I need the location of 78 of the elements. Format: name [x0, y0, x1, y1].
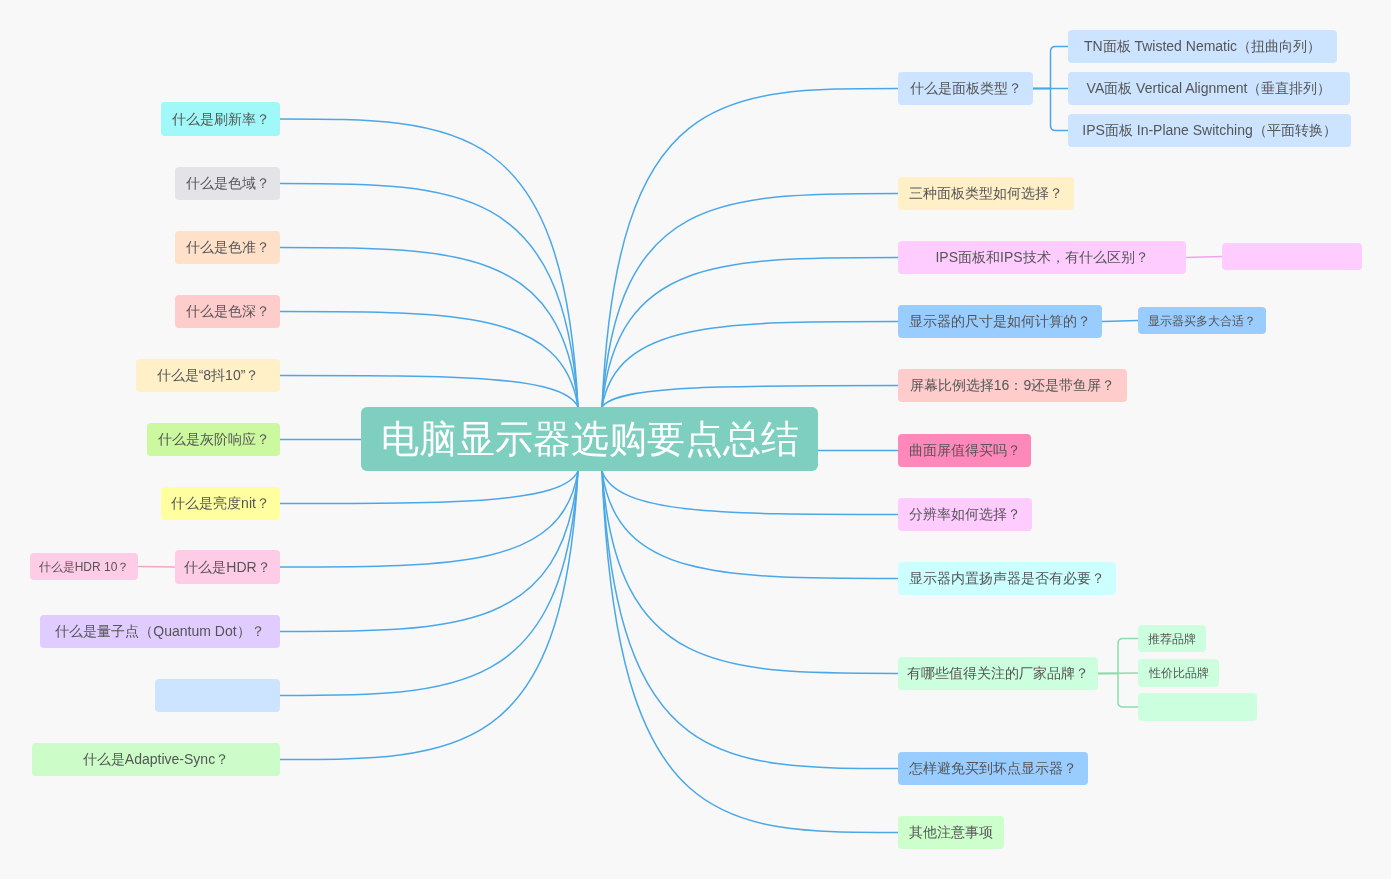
topic-text: 什么是HDR？ — [184, 557, 271, 577]
topic-box — [898, 241, 1186, 274]
topic-text: VA面板 Vertical Alignment（垂直排列） — [1086, 79, 1332, 98]
topic-box — [155, 679, 280, 712]
topic-text: 分辨率如何选择？ — [909, 505, 1021, 524]
connector-line — [601, 192, 899, 408]
topic-box — [1068, 30, 1337, 63]
topic-box — [1138, 659, 1219, 687]
topic-box — [898, 562, 1116, 595]
topic-text: 显示器的尺寸是如何计算的？ — [909, 312, 1091, 331]
connector-line — [601, 384, 899, 408]
topic-text: 什么是灰阶响应？ — [157, 430, 270, 449]
topic-box — [175, 295, 280, 328]
topic-box — [1068, 72, 1350, 105]
topic-box — [898, 434, 1031, 467]
topic-box — [147, 423, 280, 456]
topic-text: TN面板 Twisted Nematic（扭曲向列） — [1083, 37, 1322, 56]
topic-text: 什么是Adaptive-Sync？ — [82, 750, 230, 769]
connector-line — [601, 470, 899, 516]
connector-line — [279, 182, 579, 408]
topic-text: 什么是刷新率？ — [171, 109, 270, 129]
topic-text: 三种面板类型如何选择？ — [909, 184, 1063, 203]
topic-box — [161, 487, 280, 520]
topic-box — [898, 177, 1074, 210]
topic-box — [898, 72, 1033, 105]
topic-text: 显示器内置扬声器是否有必要？ — [909, 569, 1105, 588]
topic-box — [1138, 625, 1206, 652]
topic-box — [136, 359, 280, 392]
topic-text: 推荐品牌 — [1148, 630, 1196, 648]
topic-box — [1138, 693, 1257, 721]
connector-line — [601, 320, 899, 408]
topic-box — [175, 167, 280, 200]
connector-line — [279, 470, 579, 505]
topic-text: 其他注意事项 — [909, 823, 993, 842]
topic-box — [898, 657, 1098, 690]
connector-line — [1101, 319, 1139, 323]
topic-text: 怎样避免买到坏点显示器？ — [909, 759, 1077, 778]
topic-box — [898, 305, 1102, 338]
topic-text: 什么是色准？ — [185, 238, 270, 257]
topic-box — [898, 498, 1032, 531]
topic-text: 什么是量子点（Quantum Dot）？ — [55, 622, 265, 641]
topic-box — [898, 369, 1127, 402]
topic-text: IPS面板 In-Plane Switching（平面转换） — [1082, 121, 1337, 140]
topic-text: 屏幕比例选择16：9还是带鱼屏？ — [909, 376, 1116, 395]
topic-box — [161, 102, 280, 136]
topic-text: 什么是色深？ — [185, 302, 270, 321]
topic-text: IPS面板和IPS技术，有什么区别？ — [935, 248, 1149, 267]
connector-line — [601, 470, 899, 834]
topic-text: 什么是HDR 10？ — [38, 558, 130, 576]
topic-text: 有哪些值得关注的厂家品牌？ — [907, 664, 1089, 683]
connector-line — [1185, 255, 1223, 259]
topic-text: 电脑显示器选购要点总结 — [380, 420, 799, 458]
connector-line — [279, 470, 579, 761]
topic-text: 性价比品牌 — [1148, 665, 1209, 682]
topic-text: 什么是色域？ — [185, 174, 270, 193]
connector-line — [279, 438, 362, 441]
topic-box — [40, 615, 280, 648]
central-topic — [361, 407, 818, 471]
topic-text: 曲面屏值得买吗？ — [908, 441, 1021, 460]
topic-text: 显示器买多大合适？ — [1148, 312, 1256, 330]
topic-text: 什么是“8抖10”？ — [156, 366, 260, 385]
topic-box — [32, 743, 280, 776]
connector-line — [817, 449, 899, 452]
topic-box — [175, 231, 280, 264]
connector-line — [601, 256, 899, 408]
connector-line — [1097, 672, 1139, 708]
topic-box — [1222, 243, 1362, 270]
topic-box — [175, 550, 280, 584]
topic-box — [1138, 307, 1266, 334]
topic-text: 什么是面板类型？ — [909, 79, 1022, 98]
connector-line — [137, 565, 176, 568]
connector-line — [279, 374, 579, 408]
topic-text: 什么是亮度nit？ — [171, 494, 270, 513]
topic-box — [898, 752, 1088, 785]
topic-box — [898, 816, 1004, 849]
topic-box — [30, 553, 138, 580]
topic-box — [1068, 114, 1351, 147]
connector-line — [279, 246, 579, 408]
